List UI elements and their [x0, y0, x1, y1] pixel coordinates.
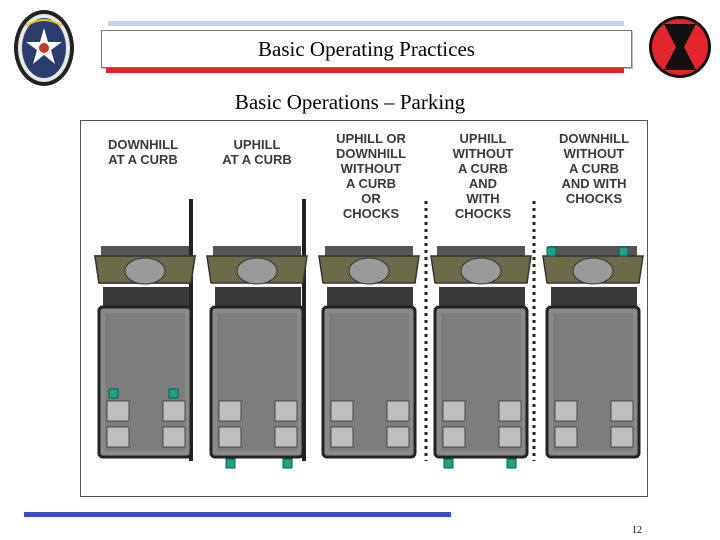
- division-patch-logo: [648, 12, 712, 82]
- bottom-divider: [24, 512, 451, 517]
- chock-8: [618, 246, 629, 257]
- chock-3: [225, 458, 236, 469]
- vehicle-2: [205, 244, 309, 459]
- page-number: 12: [632, 525, 642, 536]
- column-label-downhill-curb: DOWNHILL AT A CURB: [107, 137, 179, 167]
- unit-insignia-logo: [12, 8, 76, 88]
- column-label-no-curb-no-chocks: UPHILL OR DOWNHILL WITHOUT A CURB OR CHO…: [335, 131, 407, 221]
- chock-4: [282, 458, 293, 469]
- chock-5: [443, 458, 454, 469]
- parking-diagram: DOWNHILL AT A CURB UPHILL AT A CURB UPHI…: [80, 120, 648, 497]
- chock-1: [108, 388, 119, 399]
- chock-2: [168, 388, 179, 399]
- vehicles-illustration: [93, 199, 645, 469]
- vehicle-1: [93, 244, 197, 459]
- column-label-downhill-chocks: DOWNHILL WITHOUT A CURB AND WITH CHOCKS: [558, 131, 630, 206]
- vehicle-4: [429, 244, 533, 459]
- vehicle-5: [541, 244, 645, 459]
- column-label-uphill-chocks: UPHILL WITHOUT A CURB AND WITH CHOCKS: [452, 131, 514, 221]
- vehicle-3: [317, 244, 421, 459]
- top-divider: [108, 21, 624, 26]
- red-divider: [106, 68, 624, 73]
- chock-6: [506, 458, 517, 469]
- page-title: Basic Operating Practices: [258, 37, 475, 61]
- column-label-uphill-curb: UPHILL AT A CURB: [222, 137, 292, 167]
- chock-7: [546, 246, 557, 257]
- title-box: Basic Operating Practices: [101, 30, 632, 68]
- slide-subtitle: Basic Operations – Parking: [234, 90, 466, 114]
